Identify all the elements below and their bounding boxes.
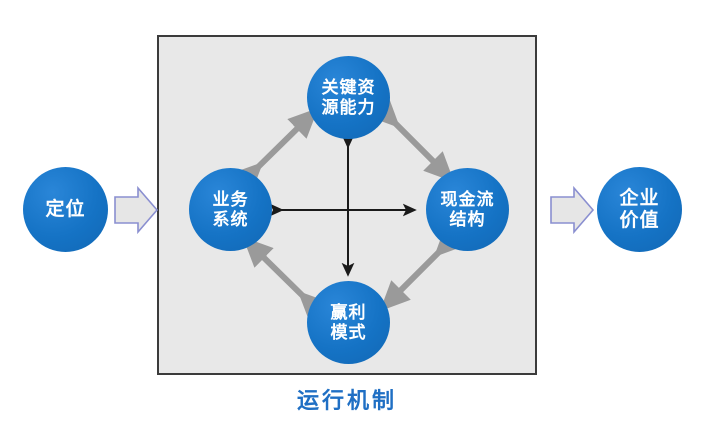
node-key-resource-capability-line-1: 源能力 bbox=[321, 97, 376, 117]
node-enterprise-value[interactable]: 企业 价值 bbox=[597, 167, 682, 252]
input-block-arrow-icon bbox=[114, 185, 159, 235]
node-positioning[interactable]: 定位 bbox=[23, 167, 108, 252]
diagram-caption: 运行机制 bbox=[296, 388, 397, 413]
node-enterprise-value-line-0: 企业 bbox=[619, 188, 660, 210]
node-business-system-line-1: 系统 bbox=[212, 209, 249, 229]
node-profit-model-line-1: 模式 bbox=[330, 322, 367, 342]
node-business-system-line-0: 业务 bbox=[212, 190, 249, 210]
node-profit-model-line-0: 赢利 bbox=[330, 303, 367, 323]
node-cash-flow-structure-line-1: 结构 bbox=[449, 209, 486, 229]
output-block-arrow-icon bbox=[550, 185, 595, 235]
node-cash-flow-structure[interactable]: 现金流 结构 bbox=[426, 168, 509, 251]
node-enterprise-value-line-1: 价值 bbox=[619, 209, 660, 231]
node-business-system[interactable]: 业务 系统 bbox=[189, 168, 272, 251]
node-positioning-line-0: 定位 bbox=[45, 198, 86, 220]
node-key-resource-capability[interactable]: 关键资 源能力 bbox=[307, 56, 390, 139]
node-profit-model[interactable]: 赢利 模式 bbox=[307, 281, 390, 364]
node-key-resource-capability-line-0: 关键资 bbox=[321, 78, 376, 98]
node-cash-flow-structure-line-0: 现金流 bbox=[440, 190, 495, 210]
